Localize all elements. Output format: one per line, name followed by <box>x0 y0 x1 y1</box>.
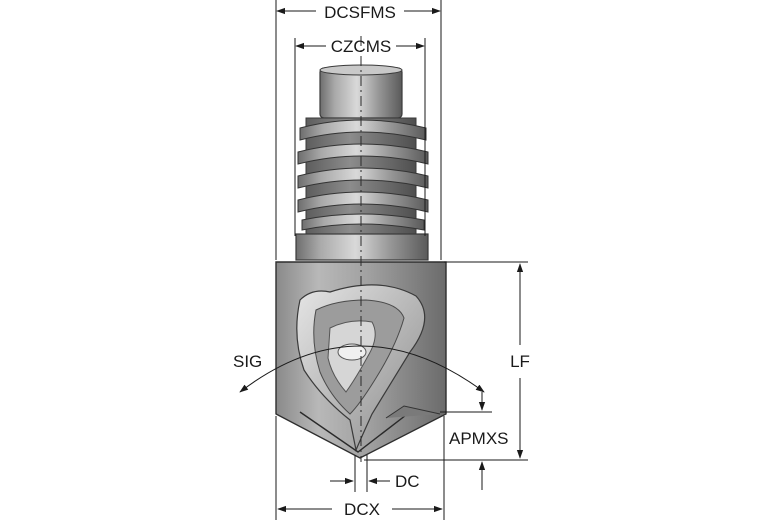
czcms-label: CZCMS <box>331 37 391 56</box>
dcsfms-label: DCSFMS <box>324 3 396 22</box>
dcx-label: DCX <box>344 500 380 519</box>
collar <box>295 233 429 261</box>
lf-label: LF <box>510 352 530 371</box>
dimension-lines <box>239 0 528 520</box>
drill-head-illustration <box>275 36 447 462</box>
thread-section <box>297 117 429 235</box>
sig-label: SIG <box>233 352 262 371</box>
dc-label: DC <box>395 472 420 491</box>
apmxs-label: APMXS <box>449 429 509 448</box>
